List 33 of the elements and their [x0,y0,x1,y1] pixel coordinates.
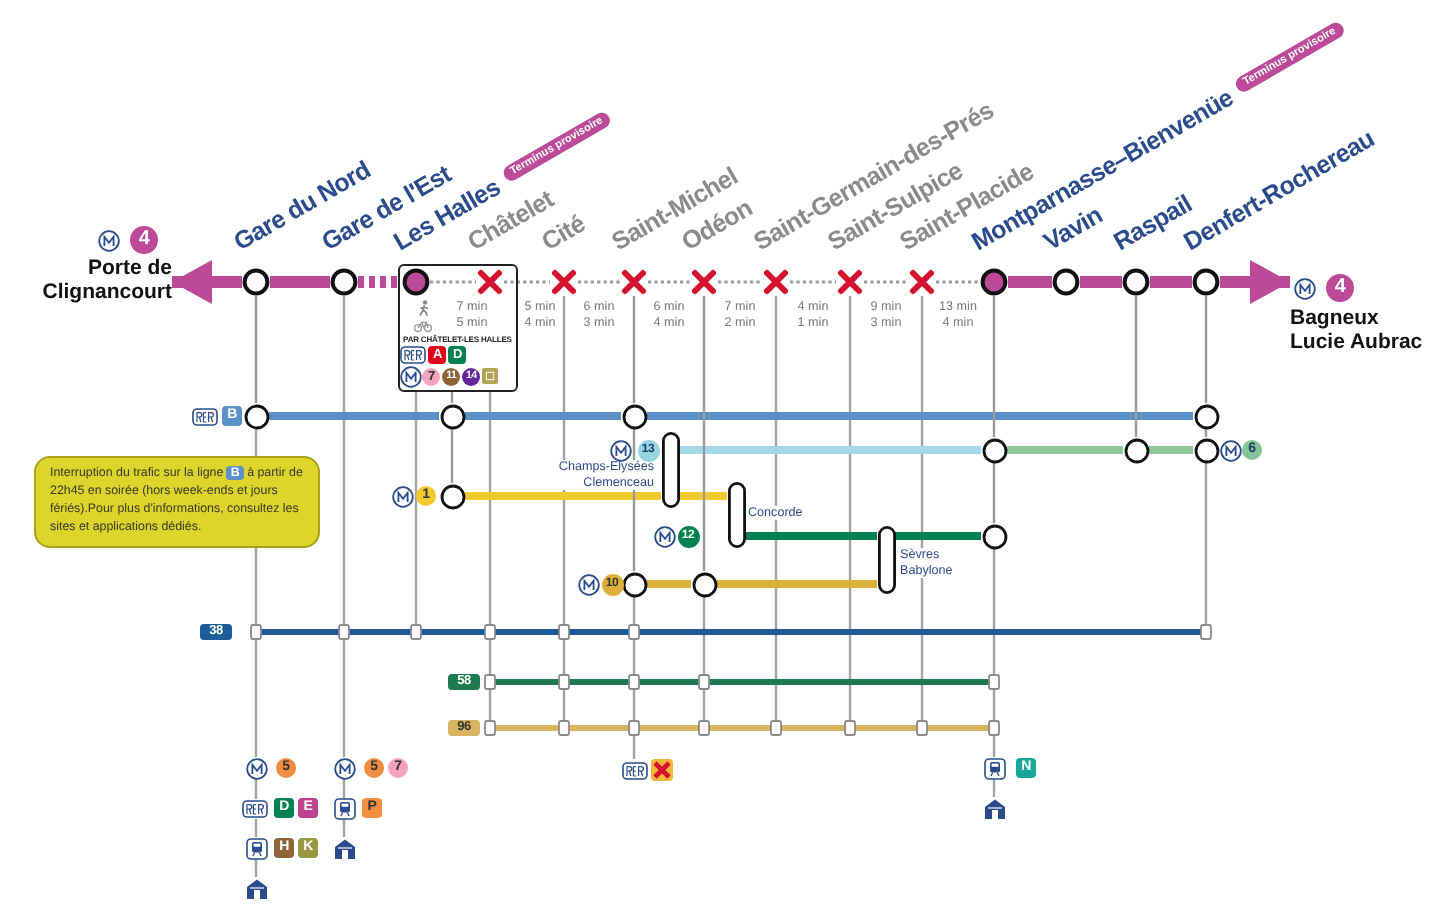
station-circle [1122,268,1150,296]
line-segment [1080,276,1122,288]
line-segment [270,276,330,288]
dotted-line [790,280,836,284]
dotted-line [504,280,550,284]
terminus-name: Porte de Clignancourt [40,256,172,304]
dotted-line [864,280,908,284]
station-circle [980,268,1008,296]
dotted-line [648,280,690,284]
dotted-line [358,276,402,288]
closed-station-cross [836,268,864,296]
arrow [172,260,242,304]
closed-station-cross [550,268,578,296]
arrow [1220,260,1290,304]
terminus-name: Bagneux Lucie Aubrac [1290,306,1425,354]
closed-station-cross [908,268,936,296]
station-circle [330,268,358,296]
station-circle [401,267,430,296]
closed-station-cross [690,268,718,296]
dotted-line [578,280,620,284]
closed-station-cross [762,268,790,296]
dotted-line [430,280,476,284]
line-segment [1008,276,1052,288]
line-segment [1150,276,1192,288]
metro-line-number: 4 [1326,274,1354,302]
station-circle [1052,268,1080,296]
closed-station-cross [475,267,504,296]
station-circle [242,268,270,296]
metro-line-number: 4 [130,226,158,254]
dotted-line [936,280,980,284]
closed-station-cross [620,268,648,296]
station-circle [1192,268,1220,296]
dotted-line [718,280,762,284]
